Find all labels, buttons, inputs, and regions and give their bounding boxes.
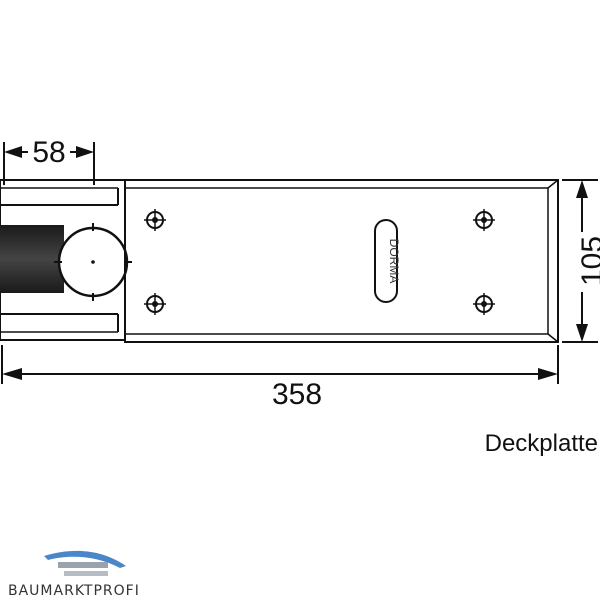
baumarktprofi-logo-icon: [44, 550, 126, 576]
dimension-358-label: 358: [272, 378, 322, 411]
caption-deckplatte: Deckplatte: [484, 430, 598, 457]
screw-bottom-right: [473, 293, 495, 315]
watermark-text: BAUMARKTPROFI: [8, 583, 140, 599]
screw-top-left: [144, 209, 166, 231]
dimension-105: 105: [562, 179, 600, 343]
cover-plate: DORMA: [124, 179, 559, 343]
dimension-58: 58: [3, 136, 95, 185]
dimension-358: 358: [1, 345, 559, 411]
closer-body: [0, 179, 132, 341]
dorma-label: DORMA: [387, 239, 401, 284]
dorma-badge: DORMA: [374, 219, 401, 303]
dimension-58-label: 58: [32, 136, 65, 169]
screw-bottom-left: [144, 293, 166, 315]
shaft: [0, 225, 64, 293]
screw-top-right: [473, 209, 495, 231]
dimension-105-label: 105: [576, 236, 600, 286]
